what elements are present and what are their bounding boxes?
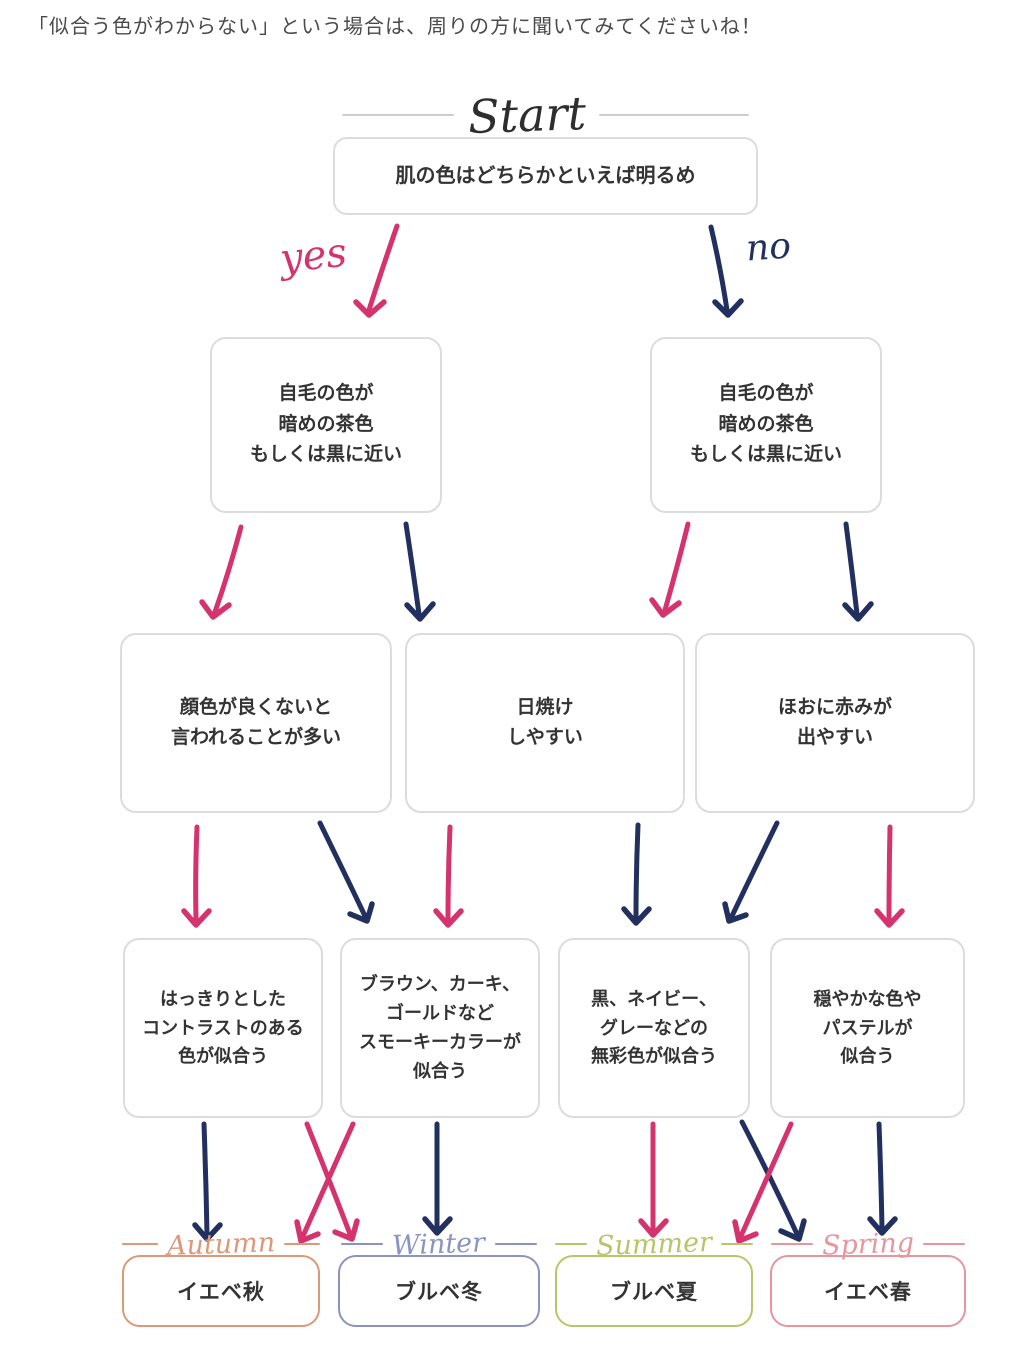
summer-season-label: Summer [555, 1226, 753, 1262]
autumn-dash-right [284, 1243, 320, 1245]
winter-script-text: Winter [391, 1226, 487, 1262]
arrow-q4b-yes [294, 1121, 356, 1244]
summer-dash-left [555, 1243, 587, 1245]
node-skin-tone-text: 肌の色はどちらかといえば明るめ [395, 165, 696, 187]
start-divider-left [341, 114, 454, 116]
result-summer-text: ブルベ夏 [610, 1281, 698, 1304]
summer-script-text: Summer [595, 1226, 713, 1262]
node-cheek-redness: ほおに赤みが 出やすい [695, 633, 975, 813]
node-hair-color-right: 自毛の色が 暗めの茶色 もしくは黒に近い [650, 337, 882, 513]
node-suntan-text: 日焼け しやすい [507, 696, 583, 748]
arrow-q4c-yes [638, 1121, 669, 1238]
result-summer: ブルベ夏 [555, 1255, 753, 1327]
node-hair-color-left-text: 自毛の色が 暗めの茶色 もしくは黒に近い [249, 383, 402, 466]
result-spring-text: イエベ春 [824, 1281, 912, 1304]
result-winter: ブルベ冬 [338, 1255, 540, 1327]
start-heading: Start [333, 86, 758, 144]
result-spring: イエベ春 [770, 1255, 966, 1327]
node-suntan: 日焼け しやすい [405, 633, 685, 813]
node-skin-tone: 肌の色はどちらかといえば明るめ [333, 137, 758, 215]
arrow-q4b-no [422, 1121, 453, 1236]
arrow-q4d-yes [732, 1121, 794, 1244]
autumn-season-label: Autumn [122, 1226, 320, 1262]
arrow-q3a-yes [181, 824, 212, 928]
start-divider-right [599, 114, 750, 116]
arrow-q3c-yes [874, 824, 905, 928]
arrow-q2r-yes [649, 521, 691, 618]
arrow-q4a-yes [304, 1121, 360, 1242]
spring-dash-left [771, 1243, 813, 1245]
start-script-label: Start [466, 85, 587, 145]
intro-note: 「似合う色がわからない」という場合は、周りの方に聞いてみてくださいね！ [28, 16, 762, 38]
arrow-q3b-yes [433, 824, 464, 928]
arrow-q2l-yes [199, 524, 244, 620]
winter-dash-right [494, 1243, 537, 1245]
node-smoky-colors: ブラウン、カーキ、 ゴールドなど スモーキーカラーが 似合う [340, 938, 540, 1118]
spring-dash-right [923, 1243, 965, 1245]
arrow-q2l-no [403, 521, 436, 622]
node-hair-color-right-text: 自毛の色が 暗めの茶色 もしくは黒に近い [689, 383, 842, 466]
node-smoky-colors-text: ブラウン、カーキ、 ゴールドなど スモーキーカラーが 似合う [359, 974, 521, 1081]
arrow-q3a-no [317, 820, 375, 924]
arrow-q3c-no [722, 820, 780, 924]
node-contrast-colors-text: はっきりとした コントラストのある 色が似合う [142, 988, 304, 1067]
node-cheek-redness-text: ほおに赤みが 出やすい [777, 696, 892, 748]
result-autumn: イエベ秋 [122, 1255, 320, 1327]
node-achromatic-colors: 黒、ネイビー、 グレーなどの 無彩色が似合う [558, 938, 750, 1118]
arrow-q4a-no [192, 1121, 223, 1242]
yes-label: yes [277, 229, 350, 283]
arrow-q4d-no [867, 1121, 898, 1236]
node-complexion: 顔色が良くないと 言われることが多い [120, 633, 392, 813]
arrow-q3b-no [621, 822, 652, 926]
node-hair-color-left: 自毛の色が 暗めの茶色 もしくは黒に近い [210, 337, 442, 513]
result-autumn-text: イエベ秋 [177, 1281, 265, 1304]
autumn-dash-left [122, 1243, 158, 1245]
winter-season-label: Winter [338, 1226, 540, 1262]
summer-dash-right [720, 1243, 753, 1245]
node-complexion-text: 顔色が良くないと 言われることが多い [170, 696, 342, 748]
arrow-q2r-no [842, 521, 874, 622]
arrow-q4c-no [739, 1119, 807, 1242]
spring-season-label: Spring [770, 1226, 966, 1262]
result-winter-text: ブルベ冬 [395, 1281, 483, 1304]
node-achromatic-colors-text: 黒、ネイビー、 グレーなどの 無彩色が似合う [591, 988, 717, 1067]
winter-dash-left [341, 1243, 384, 1245]
no-label: no [744, 225, 793, 270]
arrow-start-yes [353, 223, 400, 318]
node-contrast-colors: はっきりとした コントラストのある 色が似合う [123, 938, 323, 1118]
autumn-script-text: Autumn [166, 1226, 276, 1262]
spring-script-text: Spring [821, 1226, 915, 1262]
node-pastel-colors: 穏やかな色や パステルが 似合う [770, 938, 965, 1118]
node-pastel-colors-text: 穏やかな色や パステルが 似合う [813, 988, 922, 1067]
arrow-start-no [708, 224, 744, 318]
